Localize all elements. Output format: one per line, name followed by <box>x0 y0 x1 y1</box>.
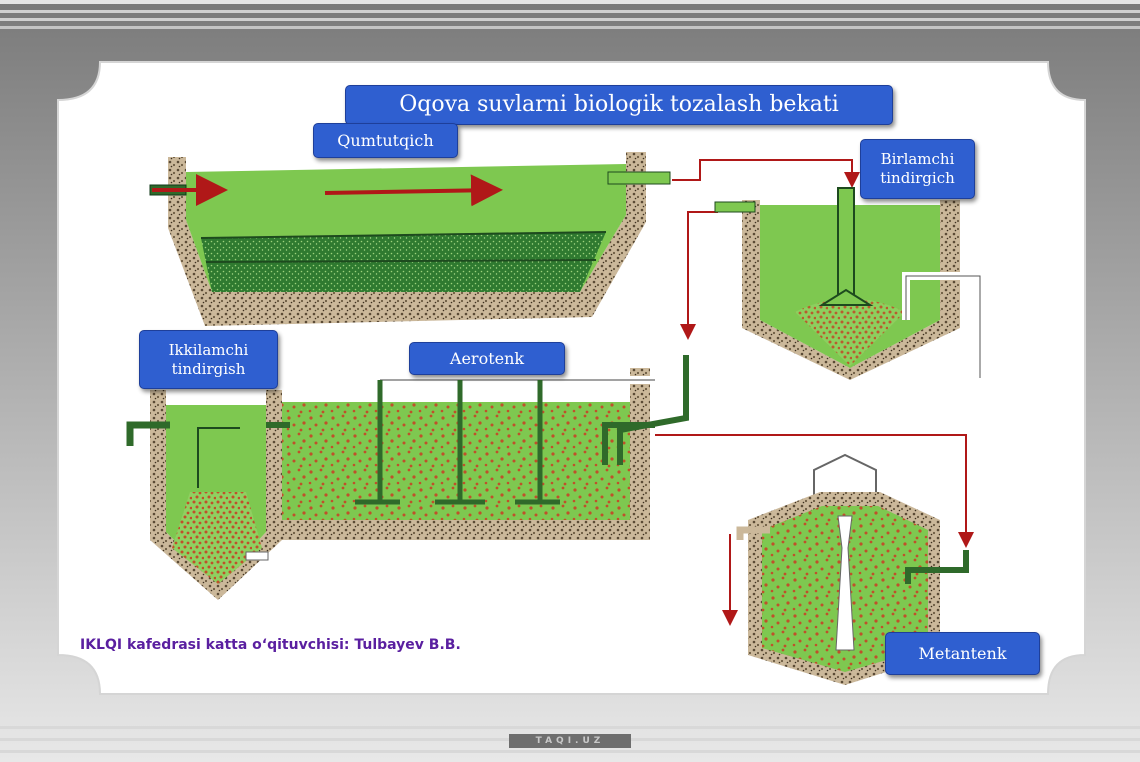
label-ikkilamchi-tindirgish: Ikkilamchi tindirgish <box>139 330 278 389</box>
label-metantenk: Metantenk <box>885 632 1040 675</box>
label-ikkilamchi-line2: tindirgish <box>169 360 249 379</box>
author-credit: IKLQI kafedrasi katta o‘qituvchisi: Tulb… <box>80 637 461 653</box>
label-birlamchi-line2: tindirgich <box>880 169 955 188</box>
footer-watermark: TAQI.UZ <box>509 734 631 748</box>
label-birlamchi-tindirgich: Birlamchi tindirgich <box>860 139 975 199</box>
label-qumtutqich: Qumtutqich <box>313 123 458 158</box>
qumtutqich-tank <box>150 152 670 326</box>
label-birlamchi-line1: Birlamchi <box>880 150 955 169</box>
label-aerotenk: Aerotenk <box>409 342 565 375</box>
label-ikkilamchi-line1: Ikkilamchi <box>169 341 249 360</box>
diagram-title: Oqova suvlarni biologik tozalash bekati <box>345 85 893 125</box>
